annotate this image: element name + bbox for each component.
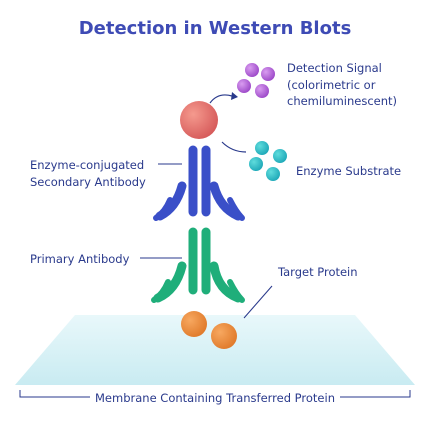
label-enzyme-substrate: Enzyme Substrate bbox=[296, 164, 402, 178]
leader-target bbox=[243, 285, 273, 319]
label-membrane: Membrane Containing Transferred Protein bbox=[90, 391, 340, 405]
signal-molecule-icon bbox=[237, 63, 275, 98]
secondary-antibody bbox=[153, 145, 245, 221]
label-membrane-wrap: Membrane Containing Transferred Protein bbox=[0, 390, 430, 407]
arrow-head bbox=[231, 92, 238, 100]
substrate-molecule-icon bbox=[249, 141, 287, 181]
label-detection-signal: Detection Signal (colorimetric or chemil… bbox=[287, 61, 398, 109]
label-target-protein: Target Protein bbox=[278, 265, 358, 279]
enzyme-sphere-icon bbox=[180, 101, 218, 139]
label-secondary-antibody: Enzyme-conjugated Secondary Antibody bbox=[30, 158, 146, 189]
page-title: Detection in Western Blots bbox=[78, 18, 352, 39]
primary-antibody bbox=[151, 227, 245, 303]
label-primary-antibody: Primary Antibody bbox=[30, 252, 130, 266]
arrow-enzyme-to-signal bbox=[209, 94, 233, 104]
link-enzyme-substrate bbox=[221, 141, 247, 153]
membrane bbox=[15, 315, 415, 385]
protein-sphere-icon bbox=[181, 311, 237, 349]
